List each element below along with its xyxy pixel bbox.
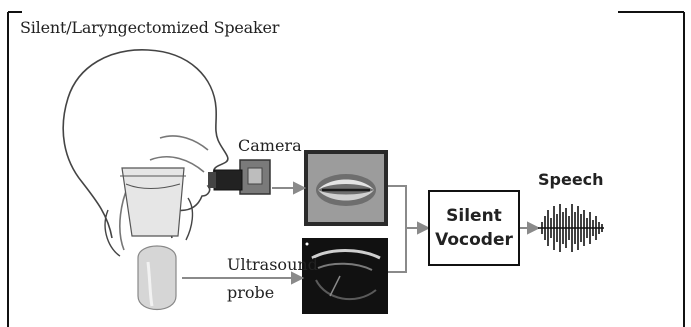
vocoder-label-line1: Silent: [446, 204, 502, 228]
speech-label: Speech: [538, 170, 604, 189]
probe-label: probe: [227, 283, 274, 302]
speech-waveform-icon: [538, 204, 604, 252]
silent-vocoder-box: Silent Vocoder: [428, 190, 520, 266]
ultrasound-label: Ultrasound: [227, 255, 318, 274]
ultrasound-image-frame: [302, 238, 388, 314]
ultrasound-probe-icon: [138, 246, 176, 310]
merge-connector: [388, 186, 428, 272]
neck-region: [105, 168, 192, 256]
diagram-title: Silent/Laryngectomized Speaker: [20, 18, 279, 37]
output-arrow: [520, 223, 538, 233]
camera-label: Camera: [238, 136, 302, 155]
vocoder-label-line2: Vocoder: [435, 228, 513, 252]
camera-icon: [208, 160, 270, 194]
lip-video-frame: [304, 150, 388, 226]
